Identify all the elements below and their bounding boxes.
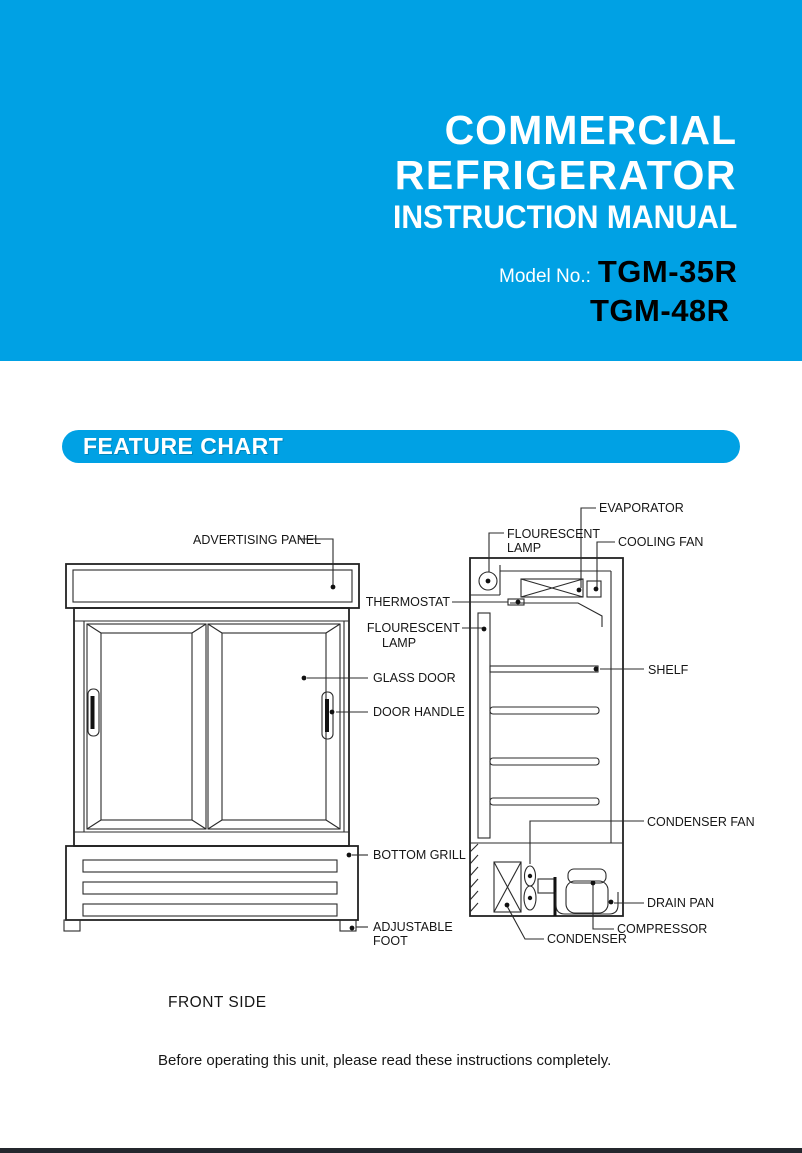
- model-number-2: TGM-48R: [590, 293, 730, 328]
- advertising-panel: [65, 563, 360, 609]
- label-cooling-fan: COOLING FAN: [618, 535, 703, 549]
- condenser: [493, 861, 522, 913]
- title-line-2: REFRIGERATOR: [394, 152, 737, 198]
- adjustable-foot-right: [339, 919, 357, 932]
- title-line-3: INSTRUCTION MANUAL: [392, 199, 737, 235]
- model-block: Model No.: TGM-35R TGM-48R: [499, 254, 759, 329]
- glass-door-right: [207, 623, 341, 830]
- compressor: [565, 868, 609, 914]
- fan-motor: [537, 878, 555, 894]
- label-adjustable-foot: ADJUSTABLE: [373, 920, 453, 934]
- front-view: [63, 563, 360, 932]
- air-baffle: [510, 602, 603, 627]
- adjustable-foot-left: [63, 919, 81, 932]
- compartment-hatch: [469, 843, 479, 913]
- label-bottom-grill: BOTTOM GRILL: [373, 848, 466, 862]
- footer-bar: [0, 1148, 802, 1153]
- flourescent-lamp-top: [470, 565, 501, 596]
- front-side-caption: FRONT SIDE: [168, 994, 267, 1011]
- bottom-grill: [65, 845, 359, 921]
- label-drain-pan: DRAIN PAN: [647, 896, 714, 910]
- cabinet-body: [73, 607, 350, 847]
- label-compressor: COMPRESSOR: [617, 922, 707, 936]
- side-cabinet: [469, 557, 624, 917]
- condenser-fan: [523, 865, 557, 916]
- label-door-handle: DOOR HANDLE: [373, 705, 465, 719]
- shelves: [489, 665, 600, 806]
- label-flourescent-lamp-top: LAMP: [507, 541, 541, 555]
- label-thermostat: THERMOSTAT: [366, 595, 451, 609]
- glass-door-left: [86, 623, 207, 830]
- label-shelf: SHELF: [648, 663, 689, 677]
- model-label: Model No.:: [499, 266, 591, 287]
- label-evaporator: EVAPORATOR: [599, 501, 684, 515]
- header-banner: COMMERCIAL REFRIGERATOR INSTRUCTION MANU…: [0, 0, 802, 361]
- label-condenser-fan: CONDENSER FAN: [647, 815, 755, 829]
- side-view: [469, 557, 624, 917]
- section-title: FEATURE CHART: [83, 433, 284, 459]
- label-flourescent-lamp-top: FLOURESCENT: [507, 527, 600, 541]
- label-advertising-panel: ADVERTISING PANEL: [193, 533, 321, 547]
- door-handle-right: [321, 691, 334, 740]
- door-handle-left: [87, 688, 100, 737]
- evaporator: [520, 578, 584, 598]
- label-glass-door: GLASS DOOR: [373, 671, 456, 685]
- model-number-1: TGM-35R: [597, 254, 738, 289]
- model-row: TGM-48R: [499, 293, 759, 329]
- flourescent-lamp-strip: [477, 612, 491, 839]
- drain-pan: [555, 892, 619, 915]
- bottom-note: Before operating this unit, please read …: [158, 1052, 612, 1069]
- advertising-panel-inner: [72, 569, 353, 603]
- model-row: Model No.: TGM-35R: [499, 254, 759, 290]
- title-line-1: COMMERCIAL: [444, 107, 737, 153]
- diagram-labels: ADVERTISING PANEL THERMOSTAT FLOURESCENT…: [193, 501, 755, 948]
- title-block: COMMERCIAL REFRIGERATOR INSTRUCTION MANU…: [371, 107, 737, 235]
- label-flourescent-lamp: LAMP: [382, 636, 416, 650]
- cooling-fan: [586, 580, 602, 598]
- leader-lines: [298, 507, 644, 940]
- feature-chart-banner: FEATURE CHART: [62, 430, 740, 463]
- label-flourescent-lamp: FLOURESCENT: [367, 621, 460, 635]
- label-condenser: CONDENSER: [547, 932, 627, 946]
- label-adjustable-foot: FOOT: [373, 934, 408, 948]
